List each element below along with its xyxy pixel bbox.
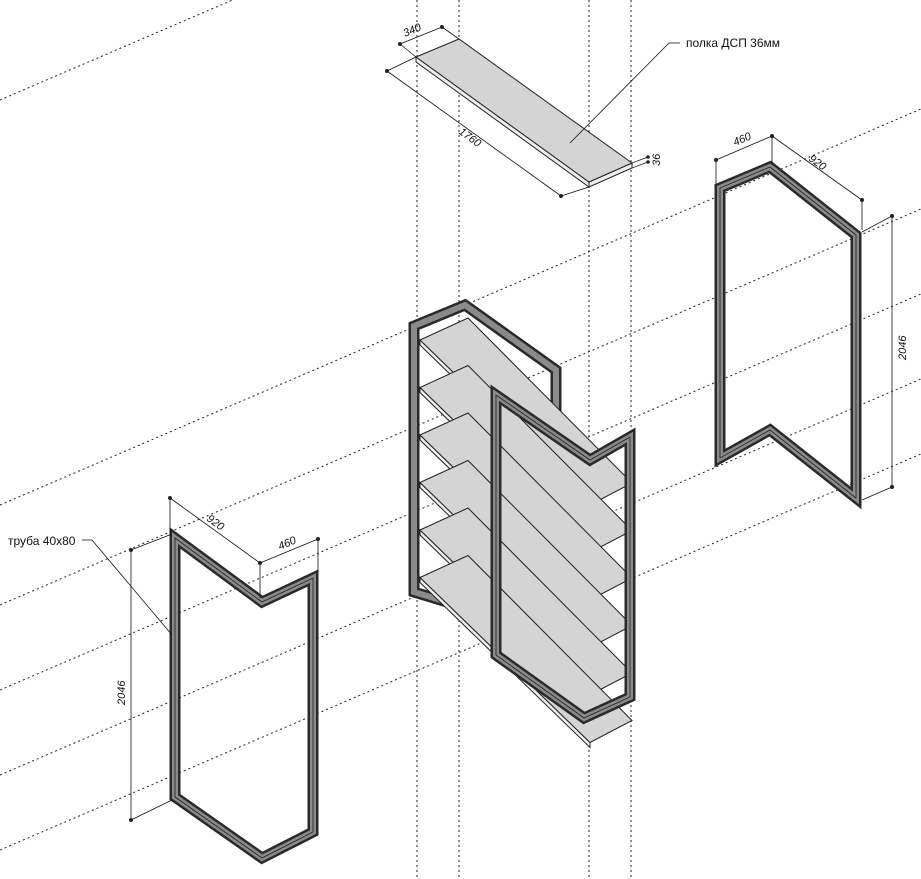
right-frame-width-dim: 920 — [806, 153, 829, 174]
tube-label: труба 40х80 — [8, 534, 76, 548]
left-frame-depth-dim: 460 — [276, 534, 298, 553]
tube-leader-line — [82, 539, 173, 636]
dim-line-340 — [399, 26, 443, 45]
shelf-panel: полка ДСП 36мм 340 1760 36 — [385, 21, 780, 198]
shelf-length-dim: 1760 — [456, 126, 484, 151]
shelf-top-face — [414, 38, 634, 183]
left-frame-height-dim: 2046 — [116, 680, 128, 706]
right-frame-depth-dim: 460 — [731, 130, 753, 149]
shelf-width-dim: 340 — [401, 21, 423, 40]
right-frame-height-dim: 2046 — [897, 335, 909, 361]
dim-line-1760 — [386, 70, 562, 197]
right-frame: 460 920 2046 — [714, 130, 909, 510]
shelf-leader-line — [569, 42, 680, 144]
left-frame: 920 460 2046 труба 40х80 — [8, 496, 320, 865]
shelf-label: полка ДСП 36мм — [686, 36, 780, 50]
shelf-thickness-dim: 36 — [651, 153, 663, 166]
assembled-shelving — [408, 298, 636, 749]
diagonal-guide — [0, 453, 921, 851]
